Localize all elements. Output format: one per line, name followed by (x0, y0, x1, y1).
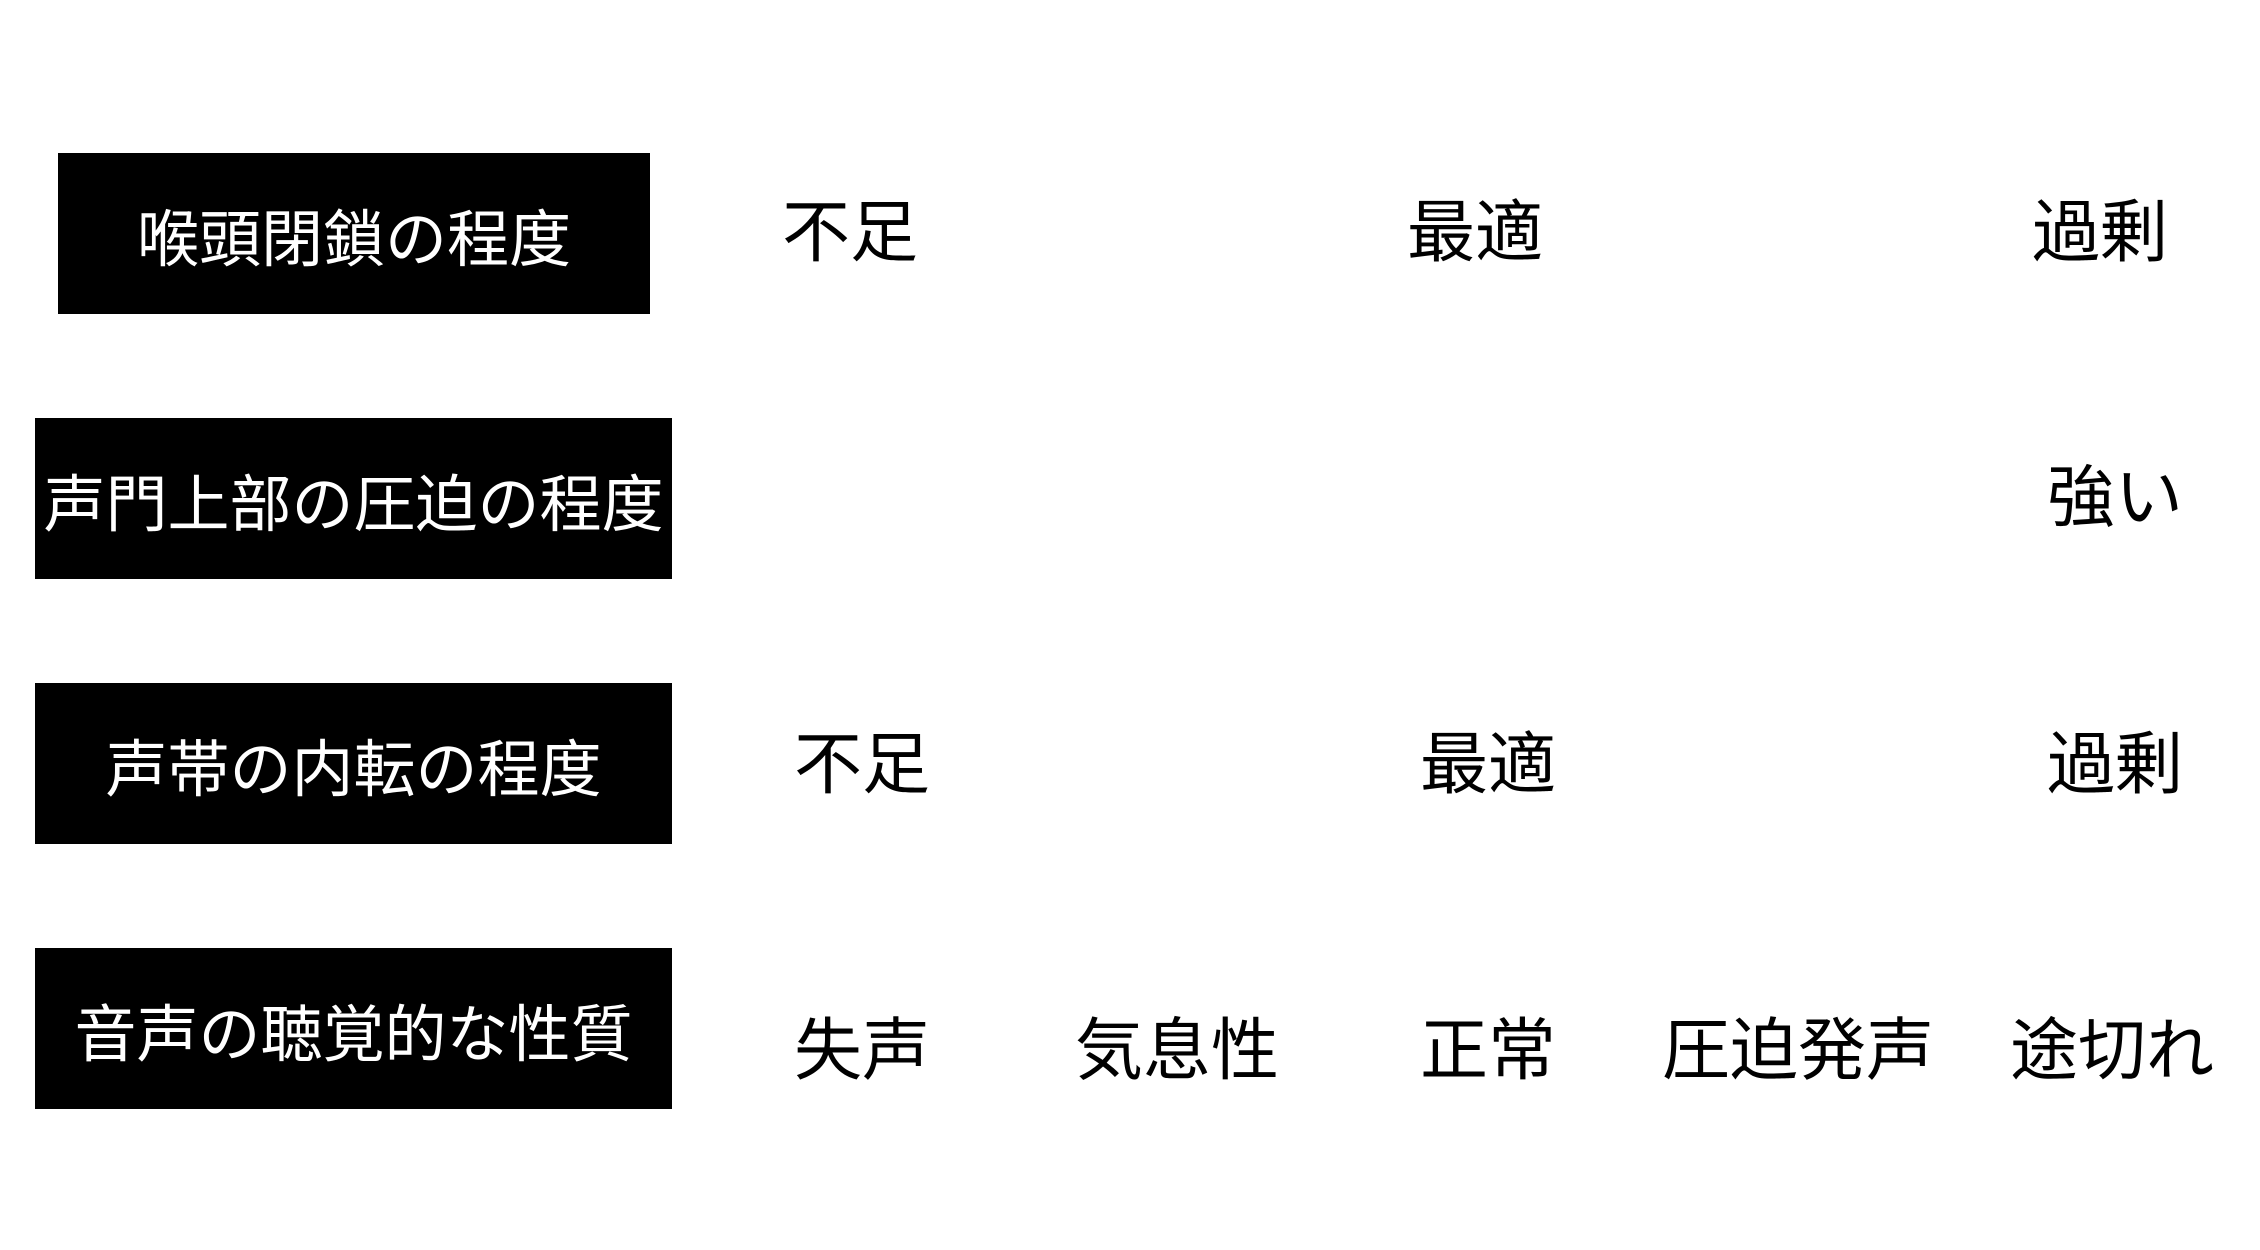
row4-value-interrupted: 途切れ (2009, 1012, 2215, 1091)
row3-value-insufficient: 不足 (793, 726, 931, 805)
row2-value-strong: 強い (2046, 459, 2184, 538)
row-label-supraglottic-compression: 声門上部の圧迫の程度 (35, 418, 672, 579)
row4-value-breathy: 気息性 (1074, 1012, 1280, 1091)
row4-value-normal: 正常 (1419, 1012, 1557, 1091)
row4-value-aphonia: 失声 (793, 1012, 931, 1091)
row1-value-optimal: 最適 (1406, 194, 1544, 273)
row1-value-insufficient: 不足 (781, 194, 919, 273)
row1-value-excessive: 過剰 (2031, 194, 2169, 273)
row4-value-pressed: 圧迫発声 (1661, 1012, 1935, 1091)
row3-value-optimal: 最適 (1419, 726, 1557, 805)
row3-value-excessive: 過剰 (2046, 726, 2184, 805)
row-label-laryngeal-closure: 喉頭閉鎖の程度 (58, 153, 650, 314)
row-label-vocal-fold-adduction: 声帯の内転の程度 (35, 683, 672, 844)
row-label-auditory-voice-quality: 音声の聴覚的な性質 (35, 948, 672, 1109)
